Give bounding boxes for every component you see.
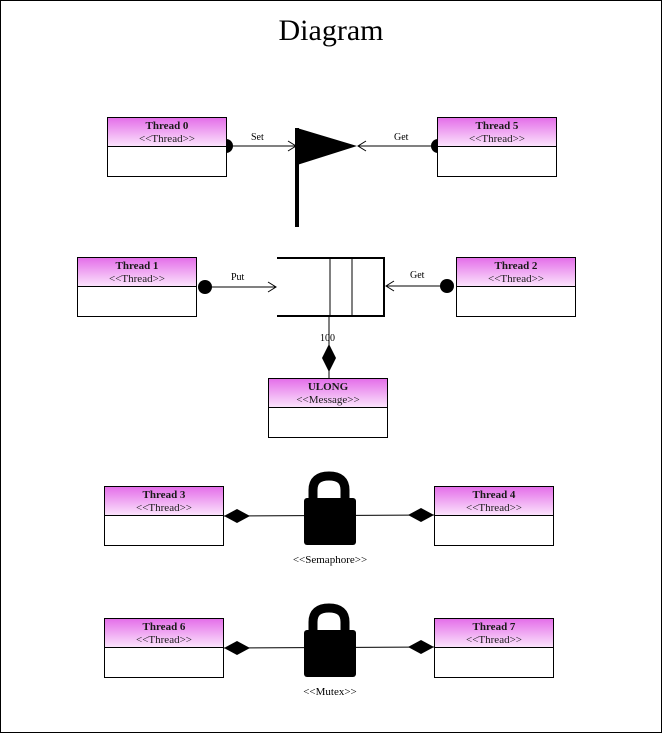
queue-aggregation-diamond bbox=[322, 344, 336, 372]
page-title: Diagram bbox=[278, 14, 384, 47]
class-header: Thread 4 <<Thread>> bbox=[435, 487, 553, 516]
class-stereotype: <<Thread>> bbox=[466, 634, 522, 646]
class-stereotype: <<Thread>> bbox=[139, 133, 195, 145]
class-name: Thread 4 bbox=[472, 489, 516, 501]
class-stereotype: <<Thread>> bbox=[109, 273, 165, 285]
class-name: Thread 3 bbox=[142, 489, 186, 501]
class-name: Thread 2 bbox=[494, 260, 538, 272]
class-thread-5[interactable]: Thread 5 <<Thread>> bbox=[437, 117, 557, 177]
class-stereotype: <<Thread>> bbox=[466, 502, 522, 514]
lock-icon bbox=[304, 603, 356, 677]
get-queue-dot bbox=[440, 279, 454, 293]
class-header: Thread 7 <<Thread>> bbox=[435, 619, 553, 648]
put-arrowhead bbox=[267, 281, 277, 293]
mutex-right-diamond bbox=[408, 640, 434, 654]
class-name: Thread 1 bbox=[115, 260, 159, 272]
class-header: Thread 3 <<Thread>> bbox=[105, 487, 223, 516]
class-header: Thread 1 <<Thread>> bbox=[78, 258, 196, 287]
get-queue-label: Get bbox=[410, 270, 425, 281]
class-name: Thread 7 bbox=[472, 621, 516, 633]
semaphore-right-diamond bbox=[408, 508, 434, 522]
semaphore-stereotype: <<Semaphore>> bbox=[292, 554, 368, 566]
mutex-left-diamond bbox=[224, 641, 250, 655]
class-stereotype: <<Thread>> bbox=[136, 634, 192, 646]
mutex-stereotype: <<Mutex>> bbox=[303, 686, 357, 698]
put-dot bbox=[198, 280, 212, 294]
semaphore-left-diamond bbox=[224, 509, 250, 523]
class-header: Thread 0 <<Thread>> bbox=[108, 118, 226, 147]
class-thread-4[interactable]: Thread 4 <<Thread>> bbox=[434, 486, 554, 546]
get-queue-arrowhead bbox=[385, 280, 395, 292]
class-header: ULONG <<Message>> bbox=[269, 379, 387, 408]
class-thread-1[interactable]: Thread 1 <<Thread>> bbox=[77, 257, 197, 317]
class-header: Thread 2 <<Thread>> bbox=[457, 258, 575, 287]
queue-size-label: 100 bbox=[320, 333, 335, 344]
get-flag-arrowhead bbox=[357, 140, 367, 152]
class-ulong[interactable]: ULONG <<Message>> bbox=[268, 378, 388, 438]
class-stereotype: <<Thread>> bbox=[136, 502, 192, 514]
class-stereotype: <<Message>> bbox=[296, 394, 360, 406]
class-thread-0[interactable]: Thread 0 <<Thread>> bbox=[107, 117, 227, 177]
class-thread-3[interactable]: Thread 3 <<Thread>> bbox=[104, 486, 224, 546]
queue-icon bbox=[277, 257, 385, 317]
set-label: Set bbox=[251, 132, 264, 143]
put-label: Put bbox=[231, 272, 245, 283]
get-flag-label: Get bbox=[394, 132, 409, 143]
class-name: Thread 6 bbox=[142, 621, 186, 633]
class-header: Thread 6 <<Thread>> bbox=[105, 619, 223, 648]
flag-icon bbox=[295, 128, 357, 227]
class-stereotype: <<Thread>> bbox=[469, 133, 525, 145]
class-thread-7[interactable]: Thread 7 <<Thread>> bbox=[434, 618, 554, 678]
class-name: Thread 0 bbox=[145, 120, 189, 132]
class-header: Thread 5 <<Thread>> bbox=[438, 118, 556, 147]
class-name: ULONG bbox=[307, 381, 349, 393]
lock-icon bbox=[304, 471, 356, 545]
class-thread-2[interactable]: Thread 2 <<Thread>> bbox=[456, 257, 576, 317]
class-stereotype: <<Thread>> bbox=[488, 273, 544, 285]
class-thread-6[interactable]: Thread 6 <<Thread>> bbox=[104, 618, 224, 678]
class-name: Thread 5 bbox=[475, 120, 519, 132]
